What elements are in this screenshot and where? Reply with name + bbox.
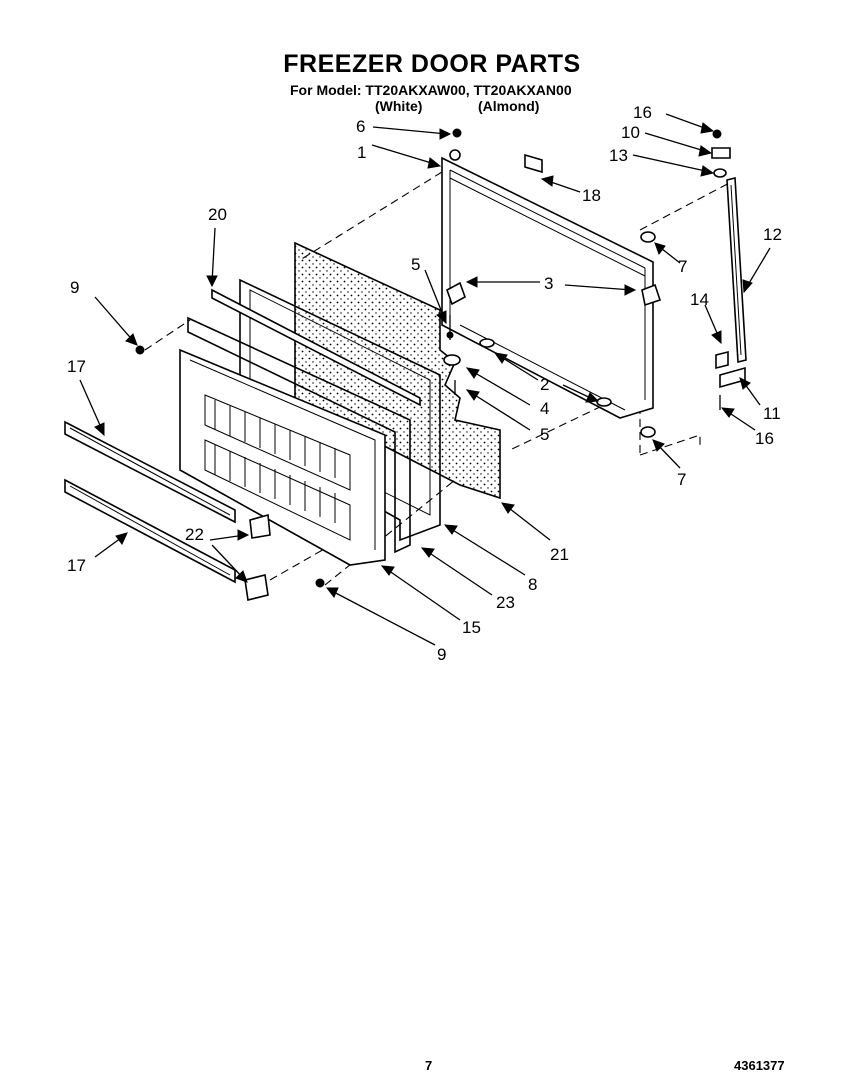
hardware	[135, 128, 746, 588]
callout-14: 14	[690, 290, 709, 309]
callout-3: 3	[544, 274, 553, 293]
callout-12: 12	[763, 225, 782, 244]
callout-11: 11	[763, 404, 781, 423]
document-number: 4361377	[734, 1058, 785, 1073]
door-handle	[726, 176, 747, 364]
insulation-panel	[294, 241, 501, 500]
callout-1: 1	[357, 143, 366, 162]
diagram-title: FREEZER DOOR PARTS	[283, 50, 581, 78]
callout-21: 21	[550, 545, 569, 564]
shelf-end-cap-upper	[249, 513, 271, 539]
callout-16-upper: 16	[633, 103, 652, 122]
shelf-bar-lower	[64, 478, 236, 584]
variant-almond-label: (Almond)	[478, 98, 540, 114]
callout-2: 2	[540, 375, 549, 394]
callout-23: 23	[496, 593, 515, 612]
callout-15: 15	[462, 618, 481, 637]
breaker-strip	[211, 288, 421, 407]
callout-labels: 1 2 3 4 5 5 6 7 7 7 8 9 9 10 11 12 13 14…	[67, 103, 782, 664]
callout-10: 10	[621, 123, 640, 142]
inner-door-liner	[179, 348, 386, 566]
callout-7-upper: 7	[678, 257, 687, 276]
callout-9-bottom: 9	[437, 645, 446, 664]
callout-17-lower: 17	[67, 556, 86, 575]
shelf-end-cap-lower	[244, 574, 269, 601]
outer-door-panel	[441, 149, 662, 419]
callout-5-lower: 5	[540, 425, 549, 444]
leader-lines	[79, 113, 771, 646]
callout-13: 13	[609, 146, 628, 165]
callout-18: 18	[582, 186, 601, 205]
explode-lines	[144, 171, 736, 586]
callout-8: 8	[528, 575, 537, 594]
callout-5-upper: 5	[411, 255, 420, 274]
door-seal	[187, 316, 411, 554]
callout-4: 4	[540, 399, 549, 418]
callout-9-left: 9	[70, 278, 79, 297]
callout-6: 6	[356, 117, 365, 136]
callout-17-upper: 17	[67, 357, 86, 376]
variant-white-label: (White)	[375, 98, 423, 114]
callout-20: 20	[208, 205, 227, 224]
model-numbers: For Model: TT20AKXAW00, TT20AKXAN00	[290, 82, 572, 98]
shelf-bar-upper	[64, 420, 236, 524]
label-tag	[524, 153, 543, 174]
callout-16-lower: 16	[755, 429, 774, 448]
callout-7-lower: 7	[677, 470, 686, 489]
shelf-ribs	[214, 400, 336, 523]
callout-22: 22	[185, 525, 204, 544]
page-number: 7	[425, 1058, 433, 1073]
